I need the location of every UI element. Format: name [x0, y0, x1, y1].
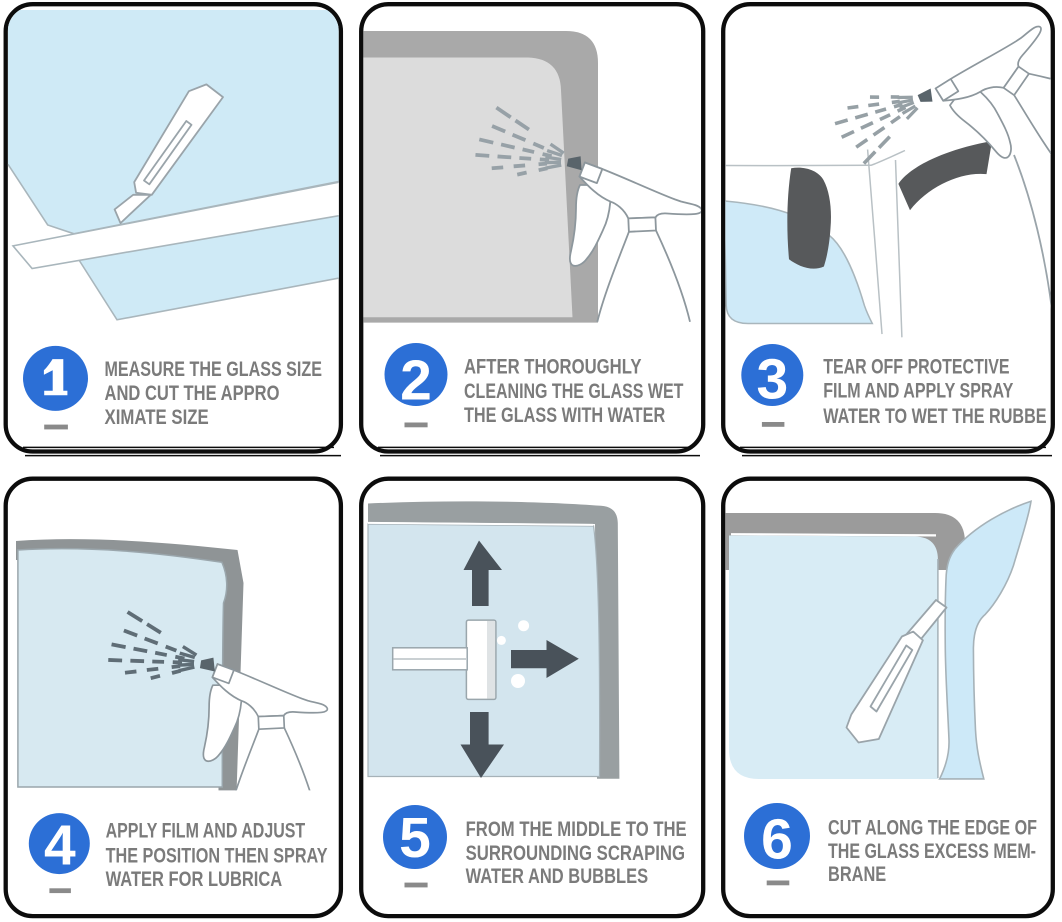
svg-text:XIMATE SIZE: XIMATE SIZE [105, 405, 209, 429]
svg-text:AND CUT THE APPRO: AND CUT THE APPRO [105, 381, 280, 405]
svg-text:2: 2 [400, 348, 432, 412]
svg-text:5: 5 [399, 806, 431, 870]
svg-text:CUT ALONG THE EDGE OF: CUT ALONG THE EDGE OF [828, 815, 1037, 839]
svg-text:WATER AND BUBBLES: WATER AND BUBBLES [466, 864, 648, 888]
svg-text:SURROUNDING SCRAPING: SURROUNDING SCRAPING [466, 841, 685, 865]
svg-text:6: 6 [761, 808, 793, 872]
svg-text:FILM AND APPLY SPRAY: FILM AND APPLY SPRAY [823, 379, 1013, 403]
svg-text:BRANE: BRANE [828, 862, 886, 886]
svg-text:TEAR OFF PROTECTIVE: TEAR OFF PROTECTIVE [823, 355, 1009, 379]
svg-text:WATER TO WET THE RUBBE: WATER TO WET THE RUBBE [823, 404, 1046, 428]
svg-text:MEASURE THE GLASS SIZE: MEASURE THE GLASS SIZE [105, 357, 323, 381]
svg-text:THE POSITION THEN SPRAY: THE POSITION THEN SPRAY [106, 843, 328, 867]
svg-text:THE GLASS EXCESS MEM-: THE GLASS EXCESS MEM- [828, 839, 1036, 863]
svg-text:4: 4 [44, 813, 76, 877]
svg-text:3: 3 [756, 347, 788, 411]
svg-text:THE GLASS WITH WATER: THE GLASS WITH WATER [464, 403, 666, 427]
svg-text:WATER FOR LUBRICA: WATER FOR LUBRICA [106, 867, 283, 891]
svg-text:CLEANING THE GLASS WET: CLEANING THE GLASS WET [464, 379, 683, 403]
svg-text:APPLY FILM AND ADJUST: APPLY FILM AND ADJUST [106, 819, 306, 843]
svg-text:FROM THE MIDDLE TO THE: FROM THE MIDDLE TO THE [466, 817, 687, 841]
svg-text:AFTER THOROUGHLY: AFTER THOROUGHLY [464, 355, 642, 379]
